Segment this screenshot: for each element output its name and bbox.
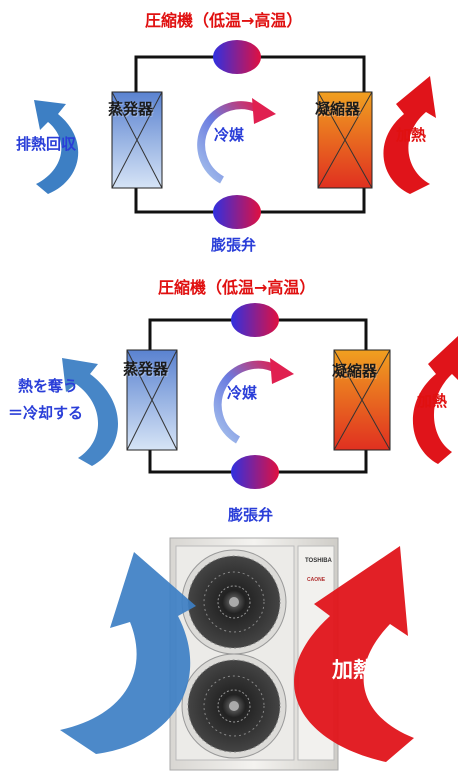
- brand-logo: TOSHIBA: [305, 558, 332, 564]
- condenser-box: [333, 349, 391, 451]
- heating-label-2: 加熱: [417, 392, 448, 410]
- heating-arrow-3: [294, 546, 414, 762]
- heat-recovery-arrow: [34, 100, 79, 194]
- expansion-valve-label: 膨張弁: [211, 236, 257, 254]
- cycle-diagram-2: 圧縮機（低温→高温） 蒸発器 凝縮器 冷媒 膨張弁 熱を奪う ＝冷却する 加熱: [0, 262, 458, 532]
- heating-arrow-2: [412, 336, 458, 464]
- condenser-label: 凝縮器: [332, 362, 378, 380]
- expansion-valve-bulb: [213, 195, 261, 229]
- air-intake-arrow: [60, 552, 196, 754]
- heating-label-3: 加熱: [332, 658, 374, 682]
- fan-bottom: [181, 653, 287, 759]
- heating-label-1: 加熱: [396, 126, 427, 144]
- model-logo: CAONE: [307, 577, 326, 583]
- refrigerant-label: 冷媒: [227, 384, 258, 402]
- outdoor-unit-illustration: TOSHIBA CAONE 空気から 熱を奪う 加熱: [0, 532, 458, 778]
- cooling-arrow: [62, 358, 118, 466]
- expansion-valve-bulb: [231, 455, 279, 489]
- evaporator-box: [111, 91, 163, 189]
- compressor-label: 圧縮機（低温→高温）: [158, 278, 316, 297]
- cycle-diagram-2-graphics: [62, 303, 458, 489]
- refrigerant-arrow: [213, 358, 294, 444]
- compressor-bulb: [231, 303, 279, 337]
- heating-arrow-1: [383, 76, 436, 194]
- heat-recovery-label: 排熱回収: [16, 135, 77, 153]
- refrigerant-arrow: [197, 98, 276, 184]
- fan-top: [181, 549, 287, 655]
- compressor-label: 圧縮機（低温→高温）: [145, 11, 303, 30]
- condenser-box: [317, 91, 373, 189]
- cooling-label-line2: ＝冷却する: [8, 404, 84, 422]
- cooling-label-line1: 熱を奪う: [18, 377, 79, 395]
- refrigerant-label: 冷媒: [214, 126, 245, 144]
- evaporator-label: 蒸発器: [123, 360, 169, 378]
- condenser-label: 凝縮器: [315, 100, 361, 118]
- evaporator-box: [126, 349, 178, 451]
- outdoor-unit-graphics: [60, 537, 414, 771]
- air-intake-label-line2: 熱を奪う: [34, 676, 123, 701]
- air-intake-label-line1: 空気から: [34, 632, 123, 657]
- cycle-diagram-1-graphics: [34, 40, 436, 229]
- cycle-diagram-1: 圧縮機（低温→高温） 蒸発器 凝縮器 冷媒 膨張弁 排熱回収 加熱: [0, 0, 458, 262]
- compressor-bulb: [213, 40, 261, 74]
- expansion-valve-label: 膨張弁: [228, 506, 274, 524]
- evaporator-label: 蒸発器: [108, 100, 154, 118]
